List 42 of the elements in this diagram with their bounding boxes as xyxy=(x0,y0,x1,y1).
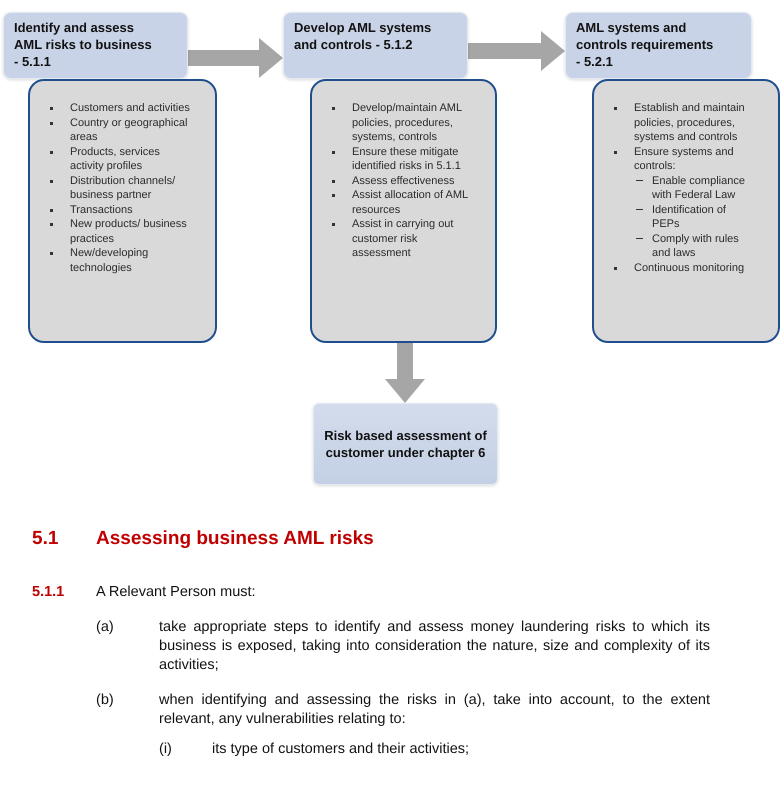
bullet-item: Transactions xyxy=(40,202,193,217)
bullet-item: Assist allocation of AML resources xyxy=(322,188,473,217)
bullet-item: Country or geographical areas xyxy=(40,116,193,144)
bullet-item: Identification of PEPs xyxy=(604,202,756,232)
bullet-item: Ensure systems and controls: xyxy=(604,144,756,174)
bullet-list-box xyxy=(592,79,780,343)
clause-text: (b) xyxy=(96,691,114,710)
clause-text: A Relevant Person must: xyxy=(96,583,257,602)
step-header-box xyxy=(3,12,188,79)
clause-number: 5.1.1 xyxy=(32,583,64,602)
step-header-box xyxy=(283,12,468,79)
bullet-list-box xyxy=(310,79,497,343)
clause-text: (a) xyxy=(96,618,114,637)
block-arrow xyxy=(385,343,425,403)
clause-text: (i) xyxy=(159,740,172,759)
block-arrow xyxy=(188,38,283,78)
step-title: AML systems and controls requirements - 5.2.1 xyxy=(576,19,714,70)
bullet-item: Ensure these mitigate identified risks in 5.1.1 xyxy=(322,144,473,174)
bullet-item: Customers and activities xyxy=(40,101,193,116)
step-header-box xyxy=(565,12,752,79)
section-heading: Assessing business AML risks xyxy=(96,528,375,550)
step-title: Develop AML systems and controls - 5.1.2 xyxy=(294,19,432,53)
step-title: Identify and assess AML risks to business - 5.1.1 xyxy=(14,19,153,70)
block-arrow xyxy=(468,31,565,71)
result-box xyxy=(313,403,498,485)
bullet-item: New products/ business practices xyxy=(40,217,193,246)
bullet-item: Enable compliance with Federal Law xyxy=(604,174,756,202)
clause-text: take appropriate steps to identify and assess money laundering risks to which its business is exposed, taking into consideration the nature, size and complexity of its activities; xyxy=(159,618,710,675)
clause-text: when identifying and assessing the risks in (a), take into account, to the extent relevant, any vulnerabilities relating to: xyxy=(159,691,710,729)
bullet-item: New/developing technologies xyxy=(40,246,193,275)
clause-text: its type of customers and their activities; xyxy=(212,740,470,759)
bullet-list-box xyxy=(28,79,217,343)
result-title: Risk based assessment of customer under chapter 6 xyxy=(324,427,487,461)
bullet-item: Comply with rules and laws xyxy=(604,232,756,260)
bullet-item: Assess effectiveness xyxy=(322,174,473,188)
bullet-item: Establish and maintain policies, procedures, systems and controls xyxy=(604,101,756,144)
section-heading: 5.1 xyxy=(32,528,58,550)
bullet-item: Products, services activity profiles xyxy=(40,144,193,174)
bullet-item: Develop/maintain AML policies, procedures, systems, controls xyxy=(322,101,473,144)
bullet-item: Continuous monitoring xyxy=(604,260,756,275)
bullet-item: Distribution channels/ business partner xyxy=(40,174,193,202)
bullet-item: Assist in carrying out customer risk assessment xyxy=(322,217,473,260)
